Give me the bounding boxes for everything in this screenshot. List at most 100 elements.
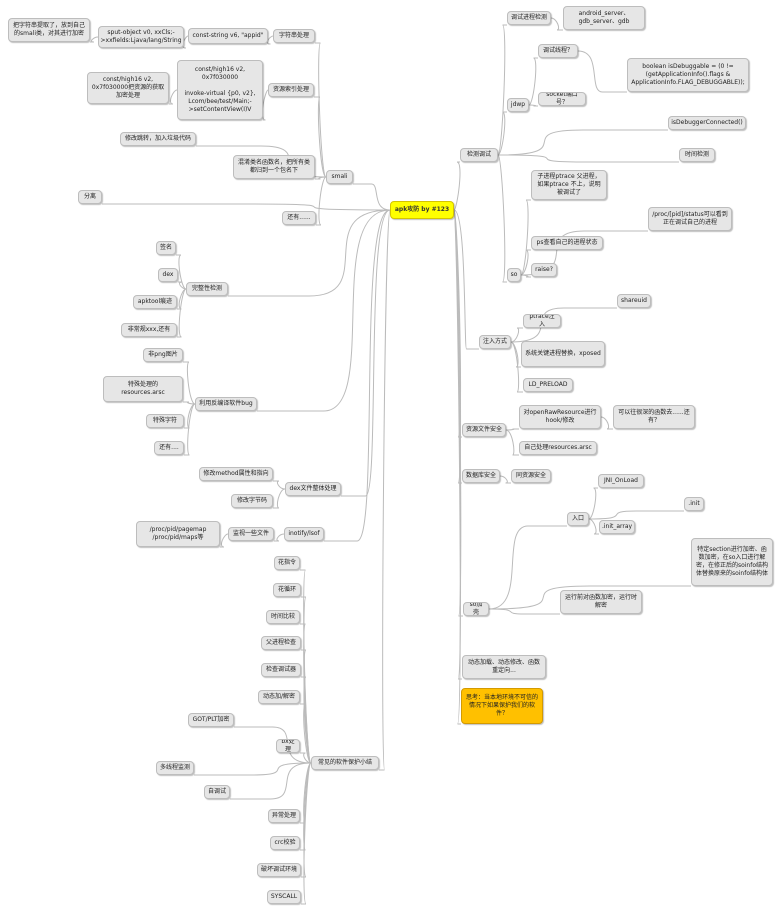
node-sign[interactable]: 签名 <box>156 241 176 255</box>
node-section-enc[interactable]: 特定section进行加密、函数加密，在so入口进行解密，在修正后的soinfo… <box>691 538 773 586</box>
node-dyn-decrypt[interactable]: 动态加/解密 <box>258 690 300 704</box>
node-jdwp[interactable]: jdwp <box>507 98 529 112</box>
node-so-pack[interactable]: so加壳 <box>463 602 489 616</box>
connector-decompile-bug-non-png <box>183 361 196 405</box>
node-jump-mod[interactable]: 修改跳转，加入垃圾代码 <box>120 132 196 146</box>
node-const-str[interactable]: const-string v6, "appid" <box>188 28 268 44</box>
node-open-raw[interactable]: 对openRawResource进行hook/修改 <box>519 405 601 429</box>
node-runtime-dec[interactable]: 运行前对函数加密，运行时解密 <box>560 590 642 614</box>
node-smali[interactable]: smali <box>326 170 353 184</box>
node-check-debugger[interactable]: 检查调试器 <box>261 663 301 677</box>
node-db-safety[interactable]: 数据库安全 <box>462 469 500 483</box>
node-monitor-file[interactable]: 监视一些文件 <box>228 527 274 541</box>
node-const16-code[interactable]: const/high16 v2, 0x7f030000 invoke-virtu… <box>177 60 263 120</box>
node-ps-state[interactable]: ps查看自己的进程状态 <box>531 236 603 250</box>
node-android-server[interactable]: android_server、 gdb_server、gdb <box>563 6 645 30</box>
node-jni-onload[interactable]: JNI_OnLoad <box>598 474 644 488</box>
node-break-env[interactable]: 破坏调试环境 <box>257 863 301 877</box>
connector-detect-debug-time-detect <box>497 154 679 163</box>
connector-center-decompile-bug <box>257 209 391 412</box>
node-debug-on[interactable]: 调试线程？ <box>538 44 578 58</box>
node-time-detect[interactable]: 时间检测 <box>679 148 715 162</box>
connector-common-protect-self-debug <box>230 762 312 800</box>
node-self-res[interactable]: 自己处理resources.arsc <box>519 441 597 455</box>
node-modify-method[interactable]: 修改method属性和指向 <box>199 467 273 481</box>
connector-inject-ptrace-inject <box>510 327 523 343</box>
connector-smali-confuse-names <box>315 176 327 180</box>
node-dyn-load[interactable]: 动态加载、动态修改、函数重定向... <box>462 655 546 679</box>
node-non-png[interactable]: 非png图片 <box>143 348 183 362</box>
connector-const16-code-const16-enc <box>169 89 178 105</box>
node-deep-func[interactable]: 可以往很深的函数去......还有？ <box>613 405 695 429</box>
node-str-extract[interactable]: 把字符串提取了，放到自己的smali类，对其进行加密 <box>8 18 90 42</box>
node-so[interactable]: so <box>507 268 521 282</box>
node-time-compare[interactable]: 时间比较 <box>266 610 300 624</box>
node-inotify[interactable]: inotify/lsof <box>284 527 324 541</box>
node-debug-proc-detect[interactable]: 调试进程检测 <box>507 11 551 25</box>
connector-res-safety-open-raw <box>505 428 519 431</box>
node-crc[interactable]: crc校验 <box>270 836 300 850</box>
node-special-res[interactable]: 特殊处理的 resources.arsc <box>103 376 183 402</box>
node-init-array[interactable]: .init_array <box>599 520 635 534</box>
node-detect-debug[interactable]: 检测调试 <box>460 148 498 162</box>
node-exception[interactable]: 异常处理 <box>268 809 300 823</box>
node-socket-port[interactable]: socket端口号？ <box>538 92 586 106</box>
node-ld-preload[interactable]: LD_PRELOAD <box>523 378 573 392</box>
node-more2[interactable]: 还有.... <box>154 441 184 455</box>
node-res-idx[interactable]: 资源索引处理 <box>268 83 314 97</box>
node-special-file[interactable]: 非常规xxx,还有 <box>121 323 177 337</box>
node-syscall[interactable]: SYSCALL <box>267 890 301 904</box>
node-parent-check[interactable]: 父进程检查 <box>261 636 301 650</box>
node-common-protect[interactable]: 常见的软件保护小结 <box>311 756 379 770</box>
connector-entry-init <box>588 510 684 520</box>
connector-db-safety-same-as-res <box>499 475 511 484</box>
node-const16-enc[interactable]: const/high16 v2, 0x7f030000把资源的获取加密处理 <box>87 72 169 104</box>
node-is-debugger-connected[interactable]: isDebuggerConnected() <box>668 116 746 130</box>
node-proc-status[interactable]: /proc/[pid]/status可以看到正在调试自己的进程 <box>648 207 732 231</box>
connector-monitor-file-proc-maps <box>220 533 229 548</box>
node-got-plt[interactable]: GOT/PLT加密 <box>188 713 234 727</box>
connector-so-ps-state <box>520 249 531 276</box>
connector-common-protect-dyn-decrypt <box>300 703 312 764</box>
node-shareuid[interactable]: shareuid <box>617 294 651 308</box>
connector-center-split <box>102 203 391 211</box>
node-bx[interactable]: bx处理 <box>276 739 300 753</box>
node-modify-bytes[interactable]: 修改字节码 <box>231 494 273 508</box>
node-special-char[interactable]: 特殊字符 <box>146 414 184 428</box>
node-sys-key[interactable]: 系统关键进程替换，xposed <box>521 341 605 367</box>
node-sput-obj[interactable]: sput-object v0, xxCls;->xxfields:Ljava/l… <box>98 26 184 48</box>
node-inject[interactable]: 注入方式 <box>479 335 511 349</box>
node-self-debug[interactable]: 自调试 <box>204 785 230 799</box>
node-flower[interactable]: 花指令 <box>274 556 300 570</box>
node-confuse-names[interactable]: 混淆类名函数名，把所有类都归到一个包名下 <box>233 155 315 179</box>
connector-inotify-monitor-file <box>274 533 285 542</box>
node-init[interactable]: .init <box>684 497 704 511</box>
node-more1[interactable]: 还有...... <box>282 211 316 225</box>
node-think[interactable]: 思考：当本地环境不可信的情况下如果保护我们的软件？ <box>461 688 543 724</box>
node-dex[interactable]: dex <box>158 268 178 282</box>
connector-detect-debug-so <box>497 154 507 283</box>
node-same-as-res[interactable]: 同资源安全 <box>511 469 551 483</box>
node-multi-thread[interactable]: 多线程监测 <box>156 761 194 775</box>
node-raise[interactable]: raise? <box>531 263 557 277</box>
node-ptrace-child[interactable]: 子进程ptrace 父进程，如果ptrace 不上，说明被调试了 <box>531 170 607 200</box>
node-is-debuggable[interactable]: boolean isDebuggable = (0 != (getApplica… <box>627 58 749 92</box>
connector-common-protect-check-debugger <box>301 676 312 764</box>
node-dex-whole[interactable]: dex文件整体处理 <box>285 482 341 496</box>
node-decompile-bug[interactable]: 利用反编译软件bug <box>195 397 257 411</box>
node-split[interactable]: 分离 <box>78 190 102 204</box>
node-apktool-mark[interactable]: apktool痕迹 <box>133 295 177 309</box>
connector-center-inject <box>453 209 479 350</box>
node-flower-loop[interactable]: 花循环 <box>273 583 301 597</box>
node-proc-maps[interactable]: /proc/pid/pagemap /proc/pid/maps等 <box>136 521 220 547</box>
connector-inject-ld-preload <box>510 341 523 393</box>
node-str-proc[interactable]: 字符串处理 <box>273 29 315 43</box>
connector-center-smali <box>353 183 391 211</box>
center-node[interactable]: apk攻防 by #123 <box>390 201 454 219</box>
node-integrity[interactable]: 完整性检测 <box>186 282 228 296</box>
node-ptrace-inject[interactable]: ptrace注入 <box>523 314 561 328</box>
node-entry[interactable]: 入口 <box>567 512 589 526</box>
node-res-safety[interactable]: 资源文件安全 <box>462 423 506 437</box>
connector-jdwp-socket-port <box>528 104 538 107</box>
